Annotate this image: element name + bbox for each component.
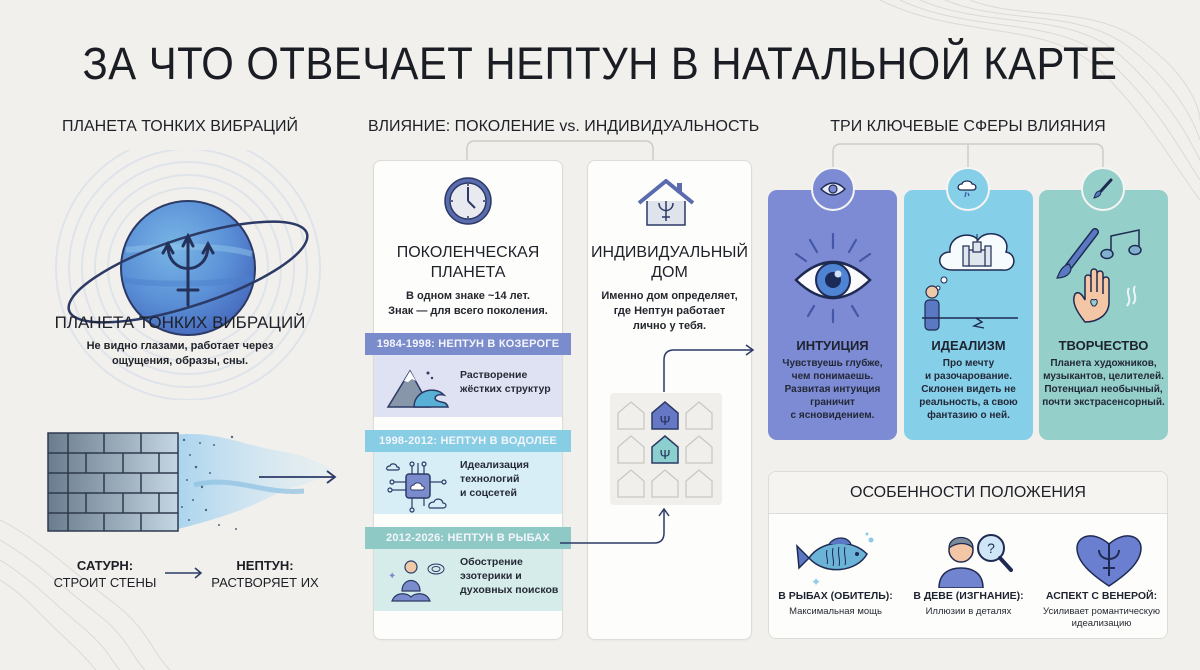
planet-caption-text: Не видно глазами, работает через ощущени… bbox=[86, 340, 274, 367]
arrow-right-icon bbox=[165, 567, 203, 579]
features-panel: ОСОБЕННОСТИ ПОЛОЖЕНИЯ ✦ ? В РЫБАХ (ОБИТЕ… bbox=[768, 471, 1168, 639]
svg-text:?: ? bbox=[987, 540, 995, 556]
individual-text: Именно дом определяет,где Нептун работае… bbox=[601, 290, 738, 332]
neptune-label: НЕПТУН: bbox=[236, 558, 294, 573]
svg-text:✦: ✦ bbox=[388, 571, 396, 582]
dissolving-brick-wall-icon bbox=[47, 432, 337, 532]
person-magnifier-icon: ? bbox=[938, 534, 1013, 588]
dream-castle-icon bbox=[922, 233, 1018, 331]
features-title: ОСОБЕННОСТИ ПОЛОЖЕНИЯ bbox=[769, 472, 1167, 514]
flow-arrows bbox=[560, 344, 755, 544]
svg-text:Ψ: Ψ bbox=[660, 413, 671, 428]
saturn-label: САТУРН: bbox=[76, 558, 134, 573]
sphere-idealism-title: ИДЕАЛИЗМ bbox=[931, 338, 1006, 353]
house-trident-icon bbox=[637, 179, 695, 226]
mountain-wave-icon bbox=[386, 369, 450, 408]
clock-icon bbox=[444, 177, 492, 225]
sphere-creativity-title: ТВОРЧЕСТВО bbox=[1058, 338, 1149, 353]
sphere-intuition-text: Чувствуешь глубже,чем понимаешь.Развитая… bbox=[782, 358, 883, 421]
planet-caption: ПЛАНЕТА ТОНКИХ ВИБРАЦИЙ Не видно глазами… bbox=[0, 313, 360, 369]
planet-caption-title: ПЛАНЕТА ТОНКИХ ВИБРАЦИЙ bbox=[54, 313, 306, 332]
feature-pisces: В РЫБАХ (ОБИТЕЛЬ):Максимальная мощь bbox=[778, 590, 893, 617]
section-title-spheres: ТРИ КЛЮЧЕВЫЕ СФЕРЫ ВЛИЯНИЯ bbox=[830, 118, 1106, 135]
bracket-connector bbox=[466, 140, 654, 161]
houses-grid-icon: Ψ Ψ bbox=[610, 393, 722, 505]
heart-trident-icon bbox=[1076, 535, 1142, 587]
saturn-text: СТРОИТ СТЕНЫ bbox=[53, 575, 157, 590]
neptune-compare: НЕПТУН: РАСТВОРЯЕТ ИХ bbox=[200, 558, 330, 590]
brush-note-hand-icon bbox=[1056, 228, 1142, 323]
section-title-planet: ПЛАНЕТА ТОНКИХ ВИБРАЦИЙ bbox=[61, 118, 299, 135]
era-band-aquarius: 1998-2012: НЕПТУН В ВОДОЛЕЕ bbox=[365, 430, 571, 452]
era-band-capricorn: 1984-1998: НЕПТУН В КОЗЕРОГЕ bbox=[365, 333, 571, 355]
generational-text: В одном знаке ~14 лет.Знак — для всего п… bbox=[388, 290, 548, 317]
feature-virgo: В ДЕВЕ (ИЗГНАНИЕ):Иллюзии в деталях bbox=[913, 590, 1024, 617]
chip-cloud-icon bbox=[386, 461, 447, 513]
eye-icon bbox=[811, 167, 855, 211]
neptune-trident-planet-icon bbox=[55, 150, 321, 400]
era-band-pisces: 2012-2026: НЕПТУН В РЫБАХ bbox=[365, 527, 571, 549]
saturn-compare: САТУРН: СТРОИТ СТЕНЫ bbox=[40, 558, 170, 590]
fish-icon: ✦ bbox=[796, 532, 874, 588]
sphere-intuition-title: ИНТУИЦИЯ bbox=[796, 338, 869, 353]
svg-text:✦: ✦ bbox=[811, 575, 821, 588]
svg-text:Ψ: Ψ bbox=[660, 447, 671, 462]
section-title-influence: ВЛИЯНИЕ: ПОКОЛЕНИЕ vs. ИНДИВИДУАЛЬНОСТЬ bbox=[368, 118, 760, 135]
meditation-icon: ✦ bbox=[388, 560, 445, 602]
radiant-eye-icon bbox=[794, 232, 872, 324]
sphere-creativity-text: Планета художников,музыкантов, целителей… bbox=[1042, 358, 1165, 408]
paintbrush-icon bbox=[1081, 167, 1125, 211]
neptune-text: РАСТВОРЯЕТ ИХ bbox=[211, 575, 319, 590]
feature-venus-aspect: АСПЕКТ С ВЕНЕРОЙ:Усиливает романтическую… bbox=[1043, 590, 1160, 629]
cloud-icon bbox=[946, 167, 990, 211]
page-title: ЗА ЧТО ОТВЕЧАЕТ НЕПТУН В НАТАЛЬНОЙ КАРТЕ bbox=[82, 38, 1118, 89]
